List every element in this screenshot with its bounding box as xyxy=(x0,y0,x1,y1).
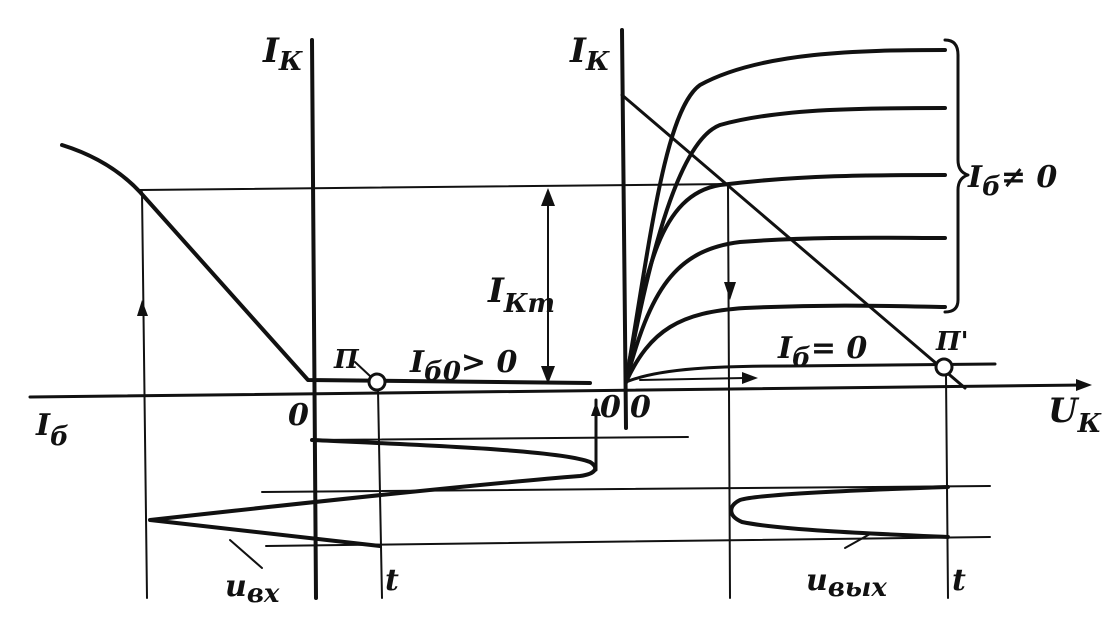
p-point-label: П xyxy=(333,345,360,375)
ib-nonzero-label: Iб≠ 0 xyxy=(967,160,1057,202)
projection-vertical-left xyxy=(141,191,148,599)
origin-right-label: 0 xyxy=(630,390,651,425)
ib-zero-arrow-head xyxy=(742,372,758,384)
p-leader-line xyxy=(354,361,371,377)
t-left-label: t xyxy=(385,563,399,598)
input-wave-ref-mid xyxy=(261,485,991,493)
load-line xyxy=(620,93,967,390)
output-waveform xyxy=(729,485,950,539)
projection-vertical-right xyxy=(727,185,731,599)
operating-point-p xyxy=(367,372,387,392)
output-curve-5 xyxy=(624,303,947,384)
ikm-label: IКm xyxy=(487,271,555,319)
ik-right-label: IК xyxy=(569,31,610,77)
output-characteristics xyxy=(624,48,997,384)
u-out-label: uвых xyxy=(806,563,887,603)
output-curve-3 xyxy=(624,173,947,384)
uk-axis-arrow xyxy=(1076,379,1092,391)
ib-nonzero-brace xyxy=(943,38,970,314)
input-wave-ref-bottom xyxy=(265,536,991,547)
arrow-up-mid xyxy=(591,402,601,416)
ik-axis-right xyxy=(620,28,628,430)
origin-left-label: 0 xyxy=(288,398,309,433)
ib-axis-label: Iб xyxy=(35,408,69,452)
ib0-gt-zero-label: Iб0> 0 xyxy=(409,345,518,387)
operating-point-p-prime xyxy=(934,357,954,377)
ik-left-label: IК xyxy=(262,31,303,77)
arrow-down-right xyxy=(724,282,736,300)
uout-leader-line xyxy=(844,533,871,549)
u-in-label: uвх xyxy=(225,569,280,609)
ikm-arrow-up xyxy=(541,188,555,206)
input-wave-ref-top xyxy=(311,436,689,441)
origin-mid-label: 0 xyxy=(600,390,621,425)
ib-zero-arrow-line xyxy=(639,377,746,381)
uin-leader-line xyxy=(229,539,263,569)
output-curve-1 xyxy=(624,48,947,384)
horizontal-axis xyxy=(28,383,1087,399)
uk-axis-label: UК xyxy=(1048,391,1102,439)
p-prime-label: П' xyxy=(935,327,969,357)
input-waveform xyxy=(148,438,598,548)
output-curve-4 xyxy=(624,235,947,384)
ikm-arrow-down xyxy=(541,366,555,384)
ib-eq-zero-label: Iб= 0 xyxy=(777,331,867,373)
t-right-label: t xyxy=(952,563,966,598)
arrow-up-left xyxy=(137,300,148,316)
projection-line-top xyxy=(139,183,731,191)
ik-axis-left xyxy=(310,38,318,600)
input-characteristic-curve xyxy=(60,143,592,385)
